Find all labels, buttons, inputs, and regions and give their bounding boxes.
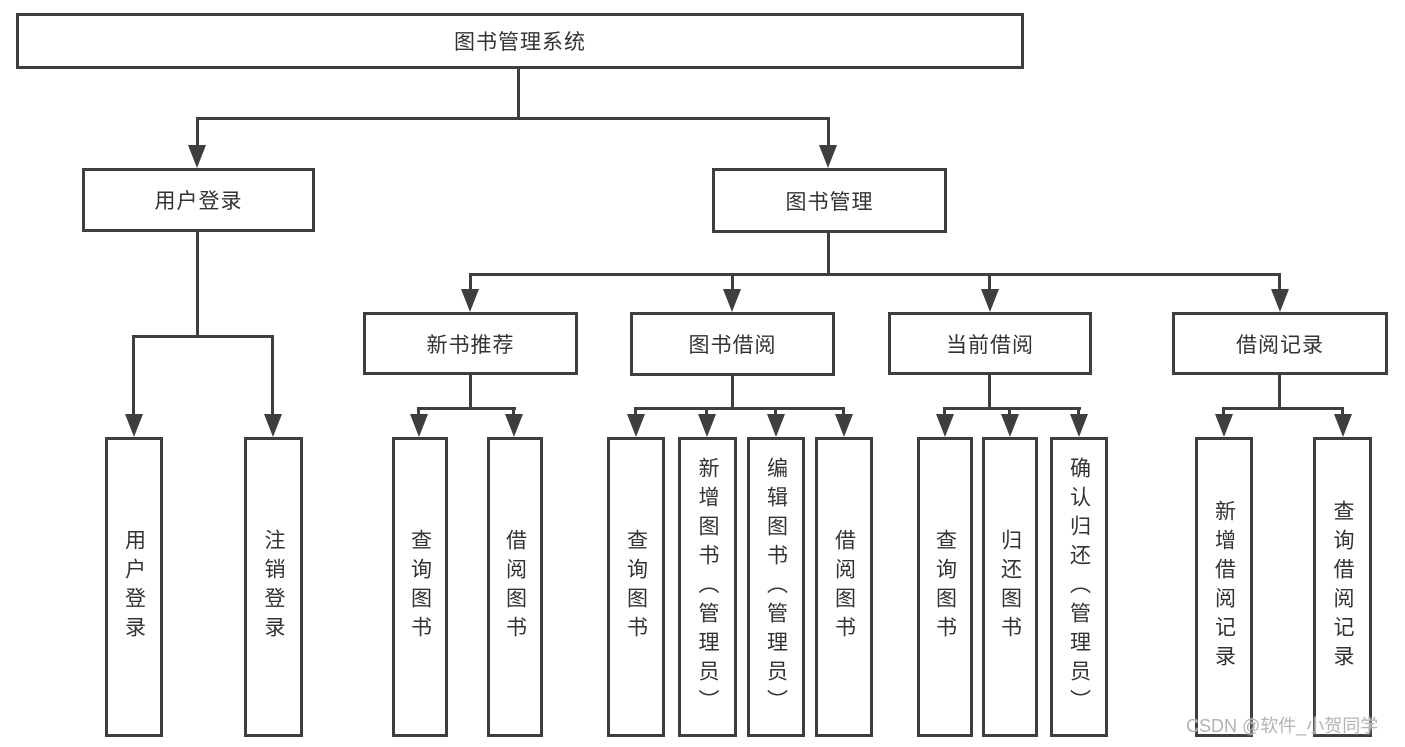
connector-drop-new-books <box>469 273 472 293</box>
leaf-user-login: 用户登录 <box>105 437 163 737</box>
connector-current-borrow-bar <box>943 407 1081 410</box>
connector-drop-leaf <box>634 407 637 417</box>
leaf-add-borrow-record: 新增借阅记录 <box>1195 437 1253 737</box>
connector-root-stem <box>517 69 520 119</box>
arrow-down-icon <box>936 414 954 437</box>
arrow-down-icon <box>767 414 785 437</box>
arrow-down-icon <box>819 145 837 168</box>
node-current-borrow-label: 当前借阅 <box>946 333 1034 357</box>
csdn-watermark: CSDN @软件_小贺同学 <box>1186 716 1379 736</box>
node-new-book-recommend: 新书推荐 <box>363 312 578 375</box>
connector-drop-leaf <box>271 335 274 417</box>
connector-borrow-records-bar <box>1222 407 1344 410</box>
arrow-down-icon <box>188 145 206 168</box>
leaf-logout-label: 注销登录 <box>262 529 285 645</box>
leaf-query-books-borrow-label: 查询图书 <box>624 529 648 645</box>
arrow-down-icon <box>723 289 741 312</box>
leaf-confirm-return-admin-label: 确认归还（管理员） <box>1067 456 1091 718</box>
arrow-down-icon <box>125 414 143 437</box>
leaf-user-login-label: 用户登录 <box>122 529 146 645</box>
node-root-system-label: 图书管理系统 <box>454 31 586 54</box>
connector-drop-leaf <box>943 407 946 417</box>
connector-drop-book-mgmt <box>827 117 830 150</box>
connector-drop-book-borrow <box>731 273 734 293</box>
leaf-query-books-recommend: 查询图书 <box>392 437 448 737</box>
node-borrow-records: 借阅记录 <box>1172 312 1388 375</box>
connector-level2-bar <box>469 273 1281 276</box>
connector-drop-leaf <box>417 407 420 417</box>
leaf-edit-books-admin: 编辑图书（管理员） <box>747 437 805 737</box>
arrow-down-icon <box>461 289 479 312</box>
node-root-system: 图书管理系统 <box>16 13 1024 69</box>
leaf-query-books-current: 查询图书 <box>917 437 973 737</box>
connector-drop-leaf <box>705 407 708 417</box>
connector-drop-leaf <box>1222 407 1225 417</box>
leaf-borrow-books-recommend-label: 借阅图书 <box>503 529 527 645</box>
arrow-down-icon <box>505 414 523 437</box>
connector-drop-leaf <box>512 407 515 417</box>
leaf-edit-books-admin-label: 编辑图书（管理员） <box>764 456 788 718</box>
connector-drop-leaf <box>842 407 845 417</box>
connector-user-login-bar <box>132 335 274 338</box>
leaf-query-borrow-record-label: 查询借阅记录 <box>1331 500 1354 674</box>
node-borrow-records-label: 借阅记录 <box>1236 333 1324 357</box>
leaf-return-books-label: 归还图书 <box>998 529 1022 645</box>
node-current-borrow: 当前借阅 <box>888 312 1092 375</box>
leaf-add-books-admin-label: 新增图书（管理员） <box>696 456 719 718</box>
connector-drop-leaf <box>1341 407 1344 417</box>
node-book-borrow-label: 图书借阅 <box>688 334 777 357</box>
node-book-management: 图书管理 <box>712 168 947 233</box>
connector-book-mgmt-stem <box>827 233 830 276</box>
connector-borrow-records-stem <box>1278 375 1281 410</box>
leaf-borrow-books: 借阅图书 <box>815 437 873 737</box>
leaf-query-books-recommend-label: 查询图书 <box>408 529 432 645</box>
connector-drop-leaf <box>1008 407 1011 417</box>
arrow-down-icon <box>1271 289 1289 312</box>
leaf-confirm-return-admin: 确认归还（管理员） <box>1050 437 1108 737</box>
node-user-login-label: 用户登录 <box>154 190 243 213</box>
arrow-down-icon <box>1070 414 1088 437</box>
connector-new-books-bar <box>417 407 516 410</box>
connector-drop-leaf <box>1077 407 1080 417</box>
arrow-down-icon <box>835 414 853 437</box>
arrow-down-icon <box>1215 414 1233 437</box>
leaf-borrow-books-recommend: 借阅图书 <box>487 437 543 737</box>
leaf-query-books-current-label: 查询图书 <box>933 529 957 645</box>
leaf-borrow-books-label: 借阅图书 <box>832 529 856 645</box>
node-book-borrow: 图书借阅 <box>630 312 835 376</box>
arrow-down-icon <box>410 414 428 437</box>
connector-drop-user-login <box>196 117 199 150</box>
arrow-down-icon <box>981 289 999 312</box>
connector-book-borrow-bar <box>634 407 845 410</box>
connector-drop-leaf <box>774 407 777 417</box>
connector-current-borrow-stem <box>988 375 991 410</box>
arrow-down-icon <box>1334 414 1352 437</box>
leaf-add-borrow-record-label: 新增借阅记录 <box>1212 500 1236 674</box>
connector-drop-leaf <box>132 335 135 417</box>
leaf-query-books-borrow: 查询图书 <box>607 437 665 737</box>
connector-drop-borrow-records <box>1278 273 1281 293</box>
node-user-login: 用户登录 <box>82 168 315 232</box>
connector-book-borrow-stem <box>731 376 734 410</box>
arrow-down-icon <box>264 414 282 437</box>
connector-level1-bar <box>196 117 830 120</box>
leaf-query-borrow-record: 查询借阅记录 <box>1313 437 1372 737</box>
leaf-return-books: 归还图书 <box>982 437 1038 737</box>
arrow-down-icon <box>627 414 645 437</box>
arrow-down-icon <box>698 414 716 437</box>
node-book-management-label: 图书管理 <box>785 190 874 214</box>
connector-drop-current-borrow <box>988 273 991 293</box>
connector-new-books-stem <box>469 375 472 410</box>
leaf-add-books-admin: 新增图书（管理员） <box>678 437 737 737</box>
node-new-book-recommend-label: 新书推荐 <box>426 333 515 357</box>
connector-user-login-stem <box>196 232 199 338</box>
leaf-logout: 注销登录 <box>244 437 303 737</box>
arrow-down-icon <box>1001 414 1019 437</box>
